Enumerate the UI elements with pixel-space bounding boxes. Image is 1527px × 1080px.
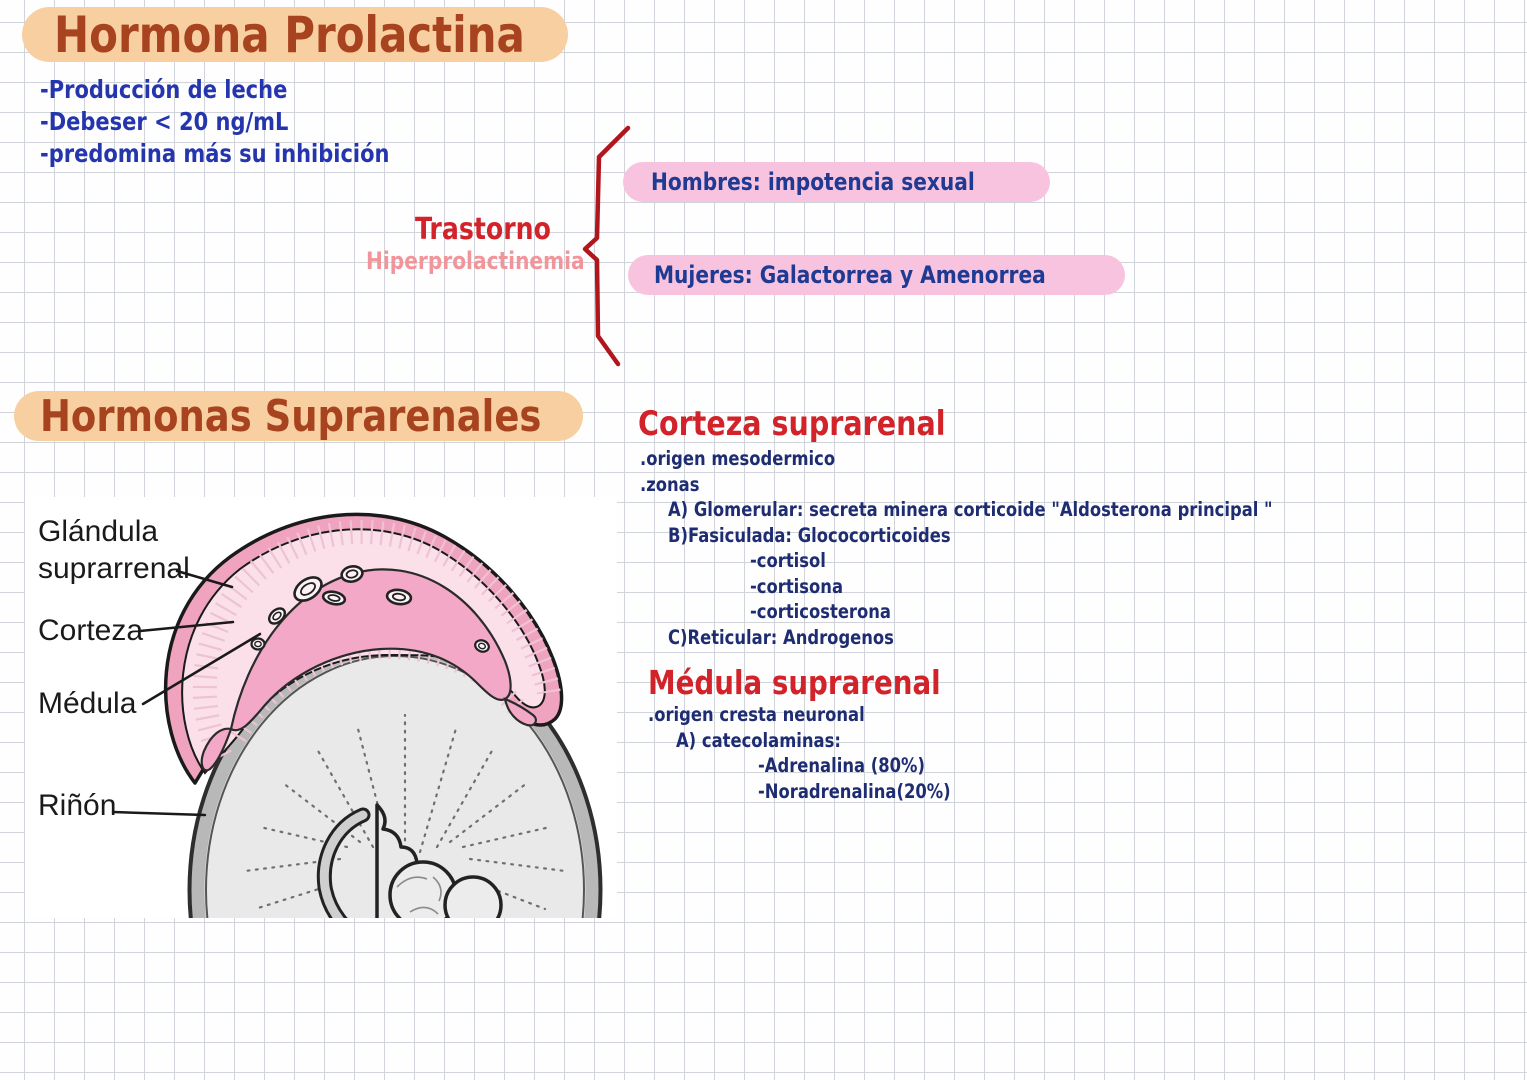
prolactina-bullet-list: -Producción de leche -Debeser < 20 ng/mL…	[40, 74, 456, 170]
corteza-line: -cortisona	[750, 574, 844, 598]
kidney-hilum	[316, 803, 503, 918]
label-medula: Médula	[38, 687, 137, 720]
medula-line: -Adrenalina (80%)	[758, 754, 925, 777]
corteza-line: .origen mesodermico	[640, 447, 836, 470]
adrenal-kidney-drawing	[111, 512, 603, 918]
mujeres-effect-highlight: Mujeres: Galactorrea y Amenorrea	[628, 255, 1125, 295]
corteza-line: C)Reticular: Androgenos	[668, 625, 894, 649]
prolactina-bullet-3: -predomina más su inhibición	[40, 139, 390, 168]
prolactina-bullet-1: -Producción de leche	[40, 75, 288, 104]
medula-details: .origen cresta neuronal A) catecolaminas…	[648, 702, 987, 804]
trastorno-type-label: Hiperprolactinemia	[366, 247, 585, 275]
corteza-details: .origen mesodermico .zonas A) Glomerular…	[640, 446, 1388, 650]
medula-line: -Noradrenalina(20%)	[758, 779, 951, 803]
label-glandula-line1: Glándula	[38, 515, 159, 548]
trastorno-type-wrap: Hiperprolactinemia	[366, 247, 626, 275]
medula-heading-wrap: Médula suprarenal	[648, 663, 996, 702]
trastorno-label: Trastorno	[415, 212, 551, 247]
prolactina-bullet-2: -Debeser < 20 ng/mL	[40, 107, 289, 136]
corteza-line: -corticosterona	[750, 600, 891, 623]
prolactina-title-highlight: Hormona Prolactina	[22, 5, 568, 64]
suprarenales-title: Hormonas Suprarenales	[40, 390, 542, 442]
medula-line: .origen cresta neuronal	[648, 703, 865, 726]
corteza-heading-wrap: Corteza suprarenal	[638, 404, 1004, 444]
adrenal-gland-shape	[163, 512, 564, 785]
label-corteza: Corteza	[38, 614, 144, 647]
suprarenales-title-highlight: Hormonas Suprarenales	[14, 390, 583, 442]
hombres-effect-highlight: Hombres: impotencia sexual	[623, 162, 1050, 202]
gland-cell-ovals	[250, 565, 490, 653]
label-glandula-line2: suprarrenal	[38, 552, 190, 585]
trastorno-label-wrap: Trastorno	[415, 212, 577, 247]
prolactina-title: Hormona Prolactina	[54, 5, 525, 64]
label-rinon: Riñón	[38, 789, 117, 822]
corteza-heading: Corteza suprarenal	[638, 404, 946, 444]
label-pointer-lines	[111, 569, 262, 817]
adrenal-kidney-illustration: Glándula suprarrenal Corteza Médula Riñó…	[25, 497, 617, 918]
corteza-line: A) Glomerular: secreta minera corticoide…	[668, 498, 1273, 521]
medula-heading: Médula suprarenal	[648, 663, 941, 702]
mujeres-effect-label: Mujeres: Galactorrea y Amenorrea	[654, 261, 1046, 289]
curly-brace-icon	[582, 125, 631, 367]
medula-line: A) catecolaminas:	[676, 728, 841, 752]
corteza-line: -cortisol	[750, 549, 826, 572]
corteza-line: B)Fasiculada: Glococorticoides	[668, 523, 951, 547]
hombres-effect-label: Hombres: impotencia sexual	[651, 168, 975, 196]
corteza-line: .zonas	[640, 472, 700, 496]
